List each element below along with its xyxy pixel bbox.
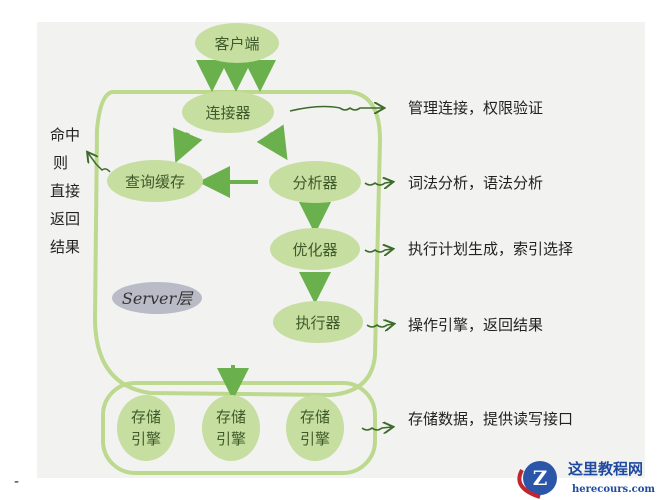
annotation-arrows bbox=[88, 107, 393, 430]
server-layer-text: Server层 bbox=[122, 289, 194, 308]
cache-hit-note-line: 直接 bbox=[50, 182, 80, 200]
engine-label-2: 引擎 bbox=[216, 430, 246, 448]
node-label: 连接器 bbox=[205, 104, 250, 122]
note-storage: 存储数据，提供读写接口 bbox=[408, 410, 573, 428]
node-client: 客户端 bbox=[195, 23, 279, 63]
arrow-optimizer-note bbox=[364, 249, 392, 252]
node-label: 查询缓存 bbox=[125, 173, 185, 191]
engine-label-2: 引擎 bbox=[300, 430, 330, 448]
node-query-cache: 查询缓存 bbox=[107, 160, 203, 202]
arrow-connector-note bbox=[289, 107, 383, 111]
node-label: 优化器 bbox=[292, 241, 337, 259]
arrow-connector-cache bbox=[173, 127, 203, 164]
svg-text:Z: Z bbox=[533, 466, 548, 490]
node-optimizer: 优化器 bbox=[270, 228, 360, 270]
arrow-cache-hit bbox=[88, 153, 111, 173]
arrow-connector-analyzer bbox=[256, 124, 288, 161]
note-optimizer: 执行计划生成，索引选择 bbox=[408, 240, 573, 258]
watermark-logo: Z 这里教程网 herecours.com bbox=[517, 460, 655, 499]
arrow-executor-note bbox=[366, 324, 393, 327]
watermark-domain: herecours.com bbox=[572, 484, 655, 495]
cache-hit-note-line: 则 bbox=[53, 154, 68, 172]
node-analyzer: 分析器 bbox=[269, 161, 361, 203]
flow-arrows bbox=[173, 60, 331, 400]
engine-label-1: 存储 bbox=[300, 408, 330, 426]
note-analyzer: 词法分析，语法分析 bbox=[408, 174, 543, 192]
node-executor: 执行器 bbox=[273, 301, 363, 343]
arrow-analyzer-note bbox=[364, 182, 392, 185]
node-label: 执行器 bbox=[295, 314, 340, 332]
storage-engine-1: 存储 引擎 bbox=[117, 395, 175, 461]
stray-mark: - bbox=[14, 474, 19, 490]
server-layer-label: Server层 bbox=[112, 282, 202, 314]
watermark-title: 这里教程网 bbox=[568, 460, 643, 478]
storage-engine-2: 存储 引擎 bbox=[202, 395, 260, 461]
node-label: 分析器 bbox=[292, 174, 337, 192]
note-connector: 管理连接，权限验证 bbox=[408, 99, 543, 117]
storage-engine-3: 存储 引擎 bbox=[286, 395, 344, 461]
engine-label-1: 存储 bbox=[131, 408, 161, 426]
cache-hit-note-line: 返回 bbox=[50, 210, 80, 228]
cache-hit-note-line: 命中 bbox=[50, 126, 80, 144]
node-connector: 连接器 bbox=[182, 91, 274, 133]
engine-label-2: 引擎 bbox=[131, 430, 161, 448]
engine-label-1: 存储 bbox=[216, 408, 246, 426]
cache-hit-note-line: 结果 bbox=[50, 238, 80, 256]
arrow-storage-note bbox=[361, 427, 392, 430]
note-executor: 操作引擎，返回结果 bbox=[408, 316, 543, 334]
node-label: 客户端 bbox=[214, 35, 259, 53]
